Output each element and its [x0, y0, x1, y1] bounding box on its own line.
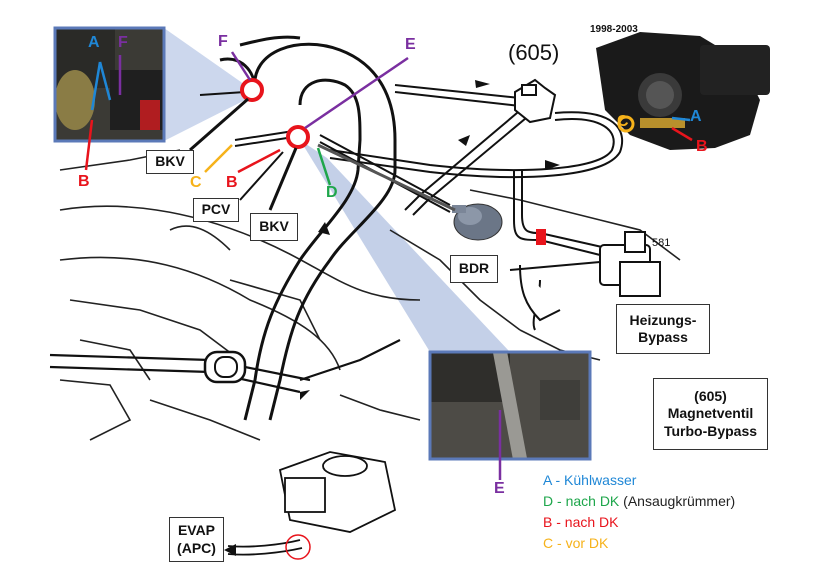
turbo-bypass-valve: [514, 78, 557, 124]
inset-photo-top: [53, 26, 166, 171]
leader-bkv-lower: [268, 147, 298, 211]
label-pcv: PCV: [193, 198, 239, 222]
throttle-a-line: [671, 116, 691, 122]
inset-lower-beam: [300, 140, 510, 352]
throttle-label-b: B: [696, 138, 708, 155]
legend-sep-b: -: [552, 514, 565, 530]
legend-row-d: D - nach DK (Ansaugkrümmer): [543, 491, 735, 512]
legend-key-b: B: [543, 514, 553, 530]
throttle-b-line: [671, 126, 693, 142]
heater-bypass-valve: [509, 231, 661, 322]
flow-arrows: [300, 80, 560, 400]
throttle-c-marker: [617, 115, 635, 133]
legend-key-d: D: [543, 493, 554, 509]
inset-top-beam: [164, 28, 255, 141]
leader-b: [237, 148, 281, 174]
evap-red-circle: [285, 534, 311, 560]
legend-key-c: C: [543, 535, 554, 551]
intake-pipe: [219, 35, 397, 421]
port-e-circle: [286, 125, 310, 149]
label-bkv-lower: BKV: [250, 213, 298, 241]
label-bdr: BDR: [450, 255, 498, 283]
label-e-lower: E: [494, 480, 505, 497]
throttle-label-a: A: [690, 108, 702, 125]
label-605: (605): [508, 40, 560, 65]
port-f-circle: [240, 78, 264, 102]
label-b: B: [226, 174, 238, 191]
legend-row-b: B - nach DK: [543, 512, 735, 533]
inset-label-f: F: [118, 34, 128, 51]
leader-d: [316, 147, 332, 186]
evap-arrow: [224, 544, 236, 556]
inset-label-a: A: [88, 34, 100, 51]
evap-throttle-sketch: [227, 451, 397, 556]
color-legend: A - Kühlwasser D - nach DK (Ansaugkrümme…: [543, 470, 735, 554]
leader-bkv-left: [189, 97, 249, 152]
label-c: C: [190, 174, 202, 191]
label-581: 581: [652, 237, 671, 249]
leader-f: [230, 51, 252, 81]
label-d: D: [326, 184, 338, 201]
leader-e: [304, 56, 409, 130]
engine-bay-outline: [59, 149, 681, 441]
legend-text-c: vor DK: [565, 535, 609, 551]
label-f: F: [218, 33, 228, 50]
legend-extra-d: (Ansaugkrümmer): [619, 493, 736, 509]
bdr-component: [452, 203, 503, 241]
legend-key-a: A: [543, 472, 552, 488]
legend-text-b: nach DK: [564, 514, 619, 530]
legend-sep-d: -: [553, 493, 566, 509]
throttle-body-photo: [596, 32, 770, 150]
leader-bdr: [317, 143, 456, 212]
legend-row-a: A - Kühlwasser: [543, 470, 735, 491]
label-magnetventil: (605) Magnetventil Turbo-Bypass: [653, 378, 768, 450]
leader-c: [204, 144, 233, 173]
label-bkv-left: BKV: [146, 150, 194, 174]
label-years: 1998-2003: [590, 24, 638, 35]
throttle-label-c: C: [617, 113, 629, 130]
hose-clamp-inner: [214, 356, 238, 378]
heater-red-marker: [536, 229, 546, 245]
legend-sep-c: -: [553, 535, 566, 551]
label-heizungs-bypass: Heizungs- Bypass: [616, 304, 710, 354]
legend-row-c: C - vor DK: [543, 533, 735, 554]
leader-pcv: [239, 151, 284, 201]
label-e: E: [405, 36, 416, 53]
inset-photo-lower: [428, 350, 592, 480]
legend-sep-a: -: [551, 472, 565, 488]
label-evap: EVAP (APC): [169, 517, 224, 562]
legend-text-d: nach DK: [565, 493, 620, 509]
legend-text-a: Kühlwasser: [564, 472, 637, 488]
inset-label-b: B: [78, 173, 90, 190]
